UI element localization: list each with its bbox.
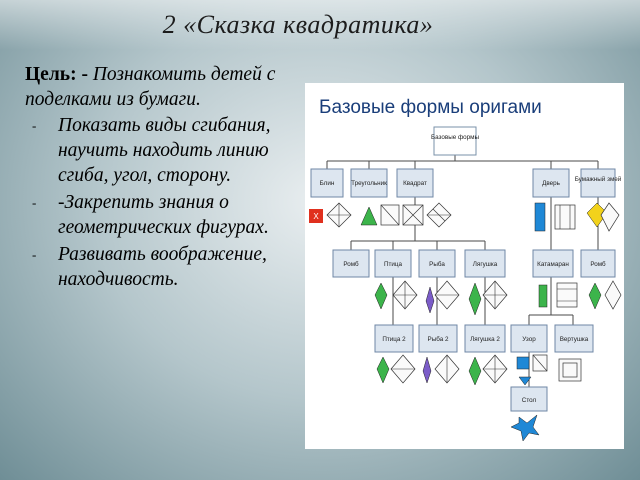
- node-level2: Ромб Птица Рыба Лягушка Катамаран Ромб: [332, 249, 616, 278]
- fold-illustrations-row3: [376, 354, 582, 386]
- blue-rect-icon: [534, 202, 546, 232]
- bullet-item: Развивать воображение, находчивость.: [25, 242, 305, 292]
- svg-text:Бумажный змей: Бумажный змей: [575, 175, 622, 183]
- svg-text:Ромб: Ромб: [343, 260, 359, 268]
- svg-text:Птица: Птица: [384, 261, 403, 268]
- svg-text:Базовые формы: Базовые формы: [431, 134, 480, 141]
- svg-text:X: X: [313, 212, 319, 221]
- svg-text:Дверь: Дверь: [542, 180, 561, 187]
- bullet-item: Показать виды сгибания, научить находить…: [25, 113, 305, 188]
- red-square-icon: [309, 209, 323, 223]
- star-illustration: [510, 414, 540, 442]
- fold-illustrations-row2: [374, 280, 622, 316]
- svg-text:Блин: Блин: [320, 180, 335, 187]
- svg-text:Лягушка 2: Лягушка 2: [470, 336, 500, 343]
- node-level1: Блин Треугольник Квадрат Дверь Бумажный …: [310, 168, 622, 198]
- goal-text: Познакомить детей с поделками из бумаги.: [25, 64, 276, 110]
- svg-text:Узор: Узор: [522, 336, 536, 343]
- diagram-heading: Базовые формы оригами: [319, 97, 542, 118]
- origami-diagram: Базовые формы оригами Базовые формы Блин: [305, 83, 624, 449]
- svg-text:Птица 2: Птица 2: [382, 336, 406, 343]
- svg-text:Ромб: Ромб: [590, 260, 606, 268]
- node-root: Базовые формы: [431, 126, 480, 156]
- node-level3: Птица 2 Рыба 2 Лягушка 2 Узор Вертушка: [374, 324, 594, 353]
- svg-text:Лягушка: Лягушка: [473, 261, 498, 268]
- text-block: Цель: - Познакомить детей с поделками из…: [25, 62, 305, 294]
- node-level4: Стол: [510, 386, 548, 412]
- goal-paragraph: Цель: - Познакомить детей с поделками из…: [25, 62, 305, 112]
- bullet-item: -Закрепить знания о геометрических фигур…: [25, 190, 305, 240]
- svg-text:Катамаран: Катамаран: [537, 261, 569, 268]
- svg-text:Квадрат: Квадрат: [403, 180, 427, 187]
- svg-text:Рыба: Рыба: [429, 260, 445, 268]
- goal-label: Цель: -: [25, 64, 88, 85]
- svg-text:Рыба 2: Рыба 2: [428, 335, 449, 343]
- title-band: [0, 0, 640, 50]
- svg-text:Стол: Стол: [522, 397, 537, 404]
- bullet-list: Показать виды сгибания, научить находить…: [25, 113, 305, 292]
- fold-illustrations-row1: X: [309, 202, 620, 232]
- svg-text:Вертушка: Вертушка: [560, 336, 589, 343]
- svg-text:Треугольник: Треугольник: [351, 180, 387, 187]
- slide-title: 2 «Сказка квадратика»: [162, 10, 434, 39]
